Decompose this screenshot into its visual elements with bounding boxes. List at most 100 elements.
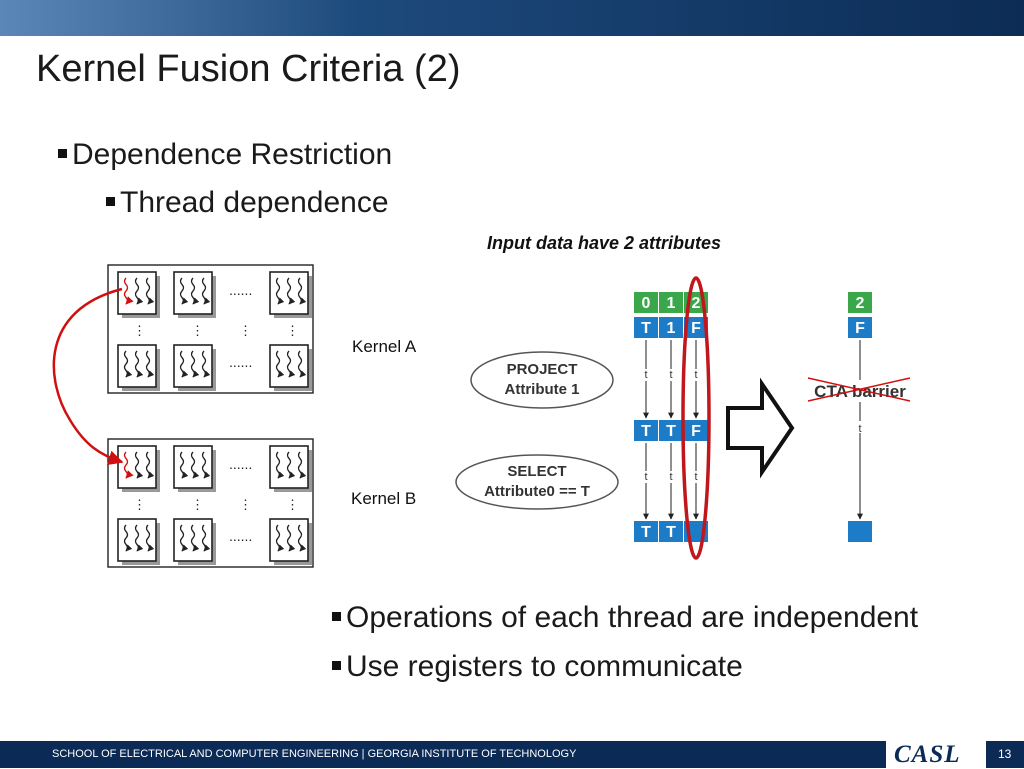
thread-block [117, 518, 160, 565]
attribute-index-cell [634, 292, 658, 313]
transform-arrow [726, 377, 795, 479]
thread-arrow [201, 524, 211, 552]
project-ellipse [470, 351, 614, 409]
thread-label-bg [641, 369, 651, 381]
thread-block [117, 271, 160, 318]
input-row-value: T [641, 320, 651, 337]
thread-arrow [201, 451, 211, 479]
thread-arrow [275, 451, 285, 479]
thread-arrow [297, 451, 307, 479]
thread-arrow [201, 350, 211, 378]
thread-arrow [190, 451, 200, 479]
thread-block [173, 271, 216, 318]
thread-arrow [145, 524, 155, 552]
vertical-dots: ⋮ [239, 323, 252, 338]
attribute-index-cell [659, 292, 683, 313]
thread-label: t [694, 471, 697, 483]
bullet-thread-dependence: Thread dependence [106, 186, 389, 220]
thread-arrow [190, 524, 200, 552]
thread-arrow [190, 277, 200, 305]
thread-arrow [286, 451, 296, 479]
thread-arrow [201, 277, 211, 305]
project-row-value: T [641, 423, 651, 440]
kernel-grids: ............⋮⋮⋮⋮............⋮⋮⋮⋮ [107, 264, 314, 568]
fused-header-value: 2 [856, 295, 865, 312]
thread-block [173, 518, 216, 565]
top-banner [0, 0, 1024, 36]
thread-block [269, 271, 312, 318]
thread-arrow [123, 524, 133, 552]
select-label: SELECT [507, 463, 566, 480]
project-row-cell [634, 420, 658, 441]
thread-label-bg [691, 369, 701, 381]
thread-arrow [145, 277, 155, 305]
bullet-text: Operations of each thread are independen… [346, 601, 919, 634]
bullet-marker [58, 148, 67, 158]
cta-barrier-label: CTA barrier [814, 382, 906, 401]
bullet-text: Thread dependence [120, 186, 389, 219]
bullet-text: Dependence Restriction [72, 138, 393, 171]
project-row-value: T [666, 423, 676, 440]
select-condition: Attribute0 == T [484, 483, 590, 500]
thread-label-bg [641, 471, 651, 483]
input-row-cell [659, 317, 683, 338]
thread-arrow [297, 277, 307, 305]
thread-arrow [179, 524, 189, 552]
ellipsis-dots: ...... [229, 528, 252, 544]
input-row-value: 1 [667, 320, 676, 337]
ellipsis-dots: ...... [229, 354, 252, 370]
bullet-marker [332, 660, 341, 670]
thread-arrow [286, 524, 296, 552]
thread-arrow [134, 277, 144, 305]
project-label: PROJECT [507, 361, 578, 378]
bullet-marker [332, 611, 341, 621]
thread-block [173, 344, 216, 391]
fused-header-cell [848, 292, 872, 313]
thread-block [117, 344, 160, 391]
thread-label: t [694, 369, 697, 381]
select-row-cell [659, 521, 683, 542]
thread-arrow [275, 277, 285, 305]
thread-label: t [644, 369, 647, 381]
input-caption: Input data have 2 attributes [487, 233, 721, 253]
vertical-dots: ⋮ [286, 323, 299, 338]
vertical-dots: ⋮ [191, 323, 204, 338]
input-row-value: F [691, 320, 701, 337]
casl-logo: CASL [886, 741, 986, 768]
thread-label-bg [666, 471, 676, 483]
fused-thread-label-bg [855, 421, 865, 433]
fused-result-cell [848, 521, 872, 542]
thread-arrow [123, 350, 133, 378]
thread-label: t [669, 471, 672, 483]
bullet-text: Use registers to communicate [346, 650, 743, 683]
thread-label-bg [691, 471, 701, 483]
thread-block [173, 445, 216, 492]
thread-block [117, 445, 160, 492]
thread-arrow [286, 350, 296, 378]
thread-arrow [179, 350, 189, 378]
thread-block [269, 518, 312, 565]
select-row-value: T [641, 524, 651, 541]
attribute-index-value: 2 [692, 295, 701, 312]
select-row-cell [634, 521, 658, 542]
kernel-a-label: Kernel A [352, 337, 417, 356]
vertical-dots: ⋮ [133, 323, 146, 338]
vertical-dots: ⋮ [133, 497, 146, 512]
thread-arrow [134, 350, 144, 378]
thread-label: t [644, 471, 647, 483]
thread-arrow [275, 524, 285, 552]
vertical-dots: ⋮ [239, 497, 252, 512]
attribute-index-value: 1 [667, 295, 676, 312]
thread-arrow [297, 524, 307, 552]
highlight-ellipse [681, 276, 711, 560]
select-ellipse [455, 454, 619, 510]
project-row-cell [659, 420, 683, 441]
page-number: 13 [998, 747, 1012, 761]
project-row-cell [684, 420, 708, 441]
ellipsis-dots: ...... [229, 282, 252, 298]
vertical-dots: ⋮ [286, 497, 299, 512]
thread-arrow [145, 350, 155, 378]
thread-arrow [286, 277, 296, 305]
thread-arrow [145, 451, 155, 479]
